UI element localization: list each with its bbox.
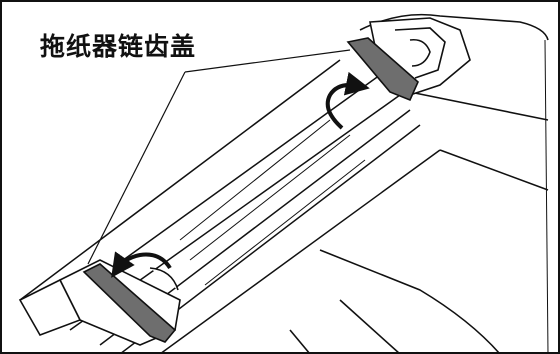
printer-body (289, 13, 549, 354)
top-rotate-arrow (325, 71, 370, 130)
callout-leader-lines (87, 49, 351, 265)
top-sprocket-cover (346, 37, 419, 102)
bottom-sprocket-cover (82, 263, 177, 343)
callout-label: 拖纸器链齿盖 (40, 32, 197, 61)
top-tractor-housing (369, 17, 471, 96)
bottom-rotate-arrow (111, 251, 172, 278)
